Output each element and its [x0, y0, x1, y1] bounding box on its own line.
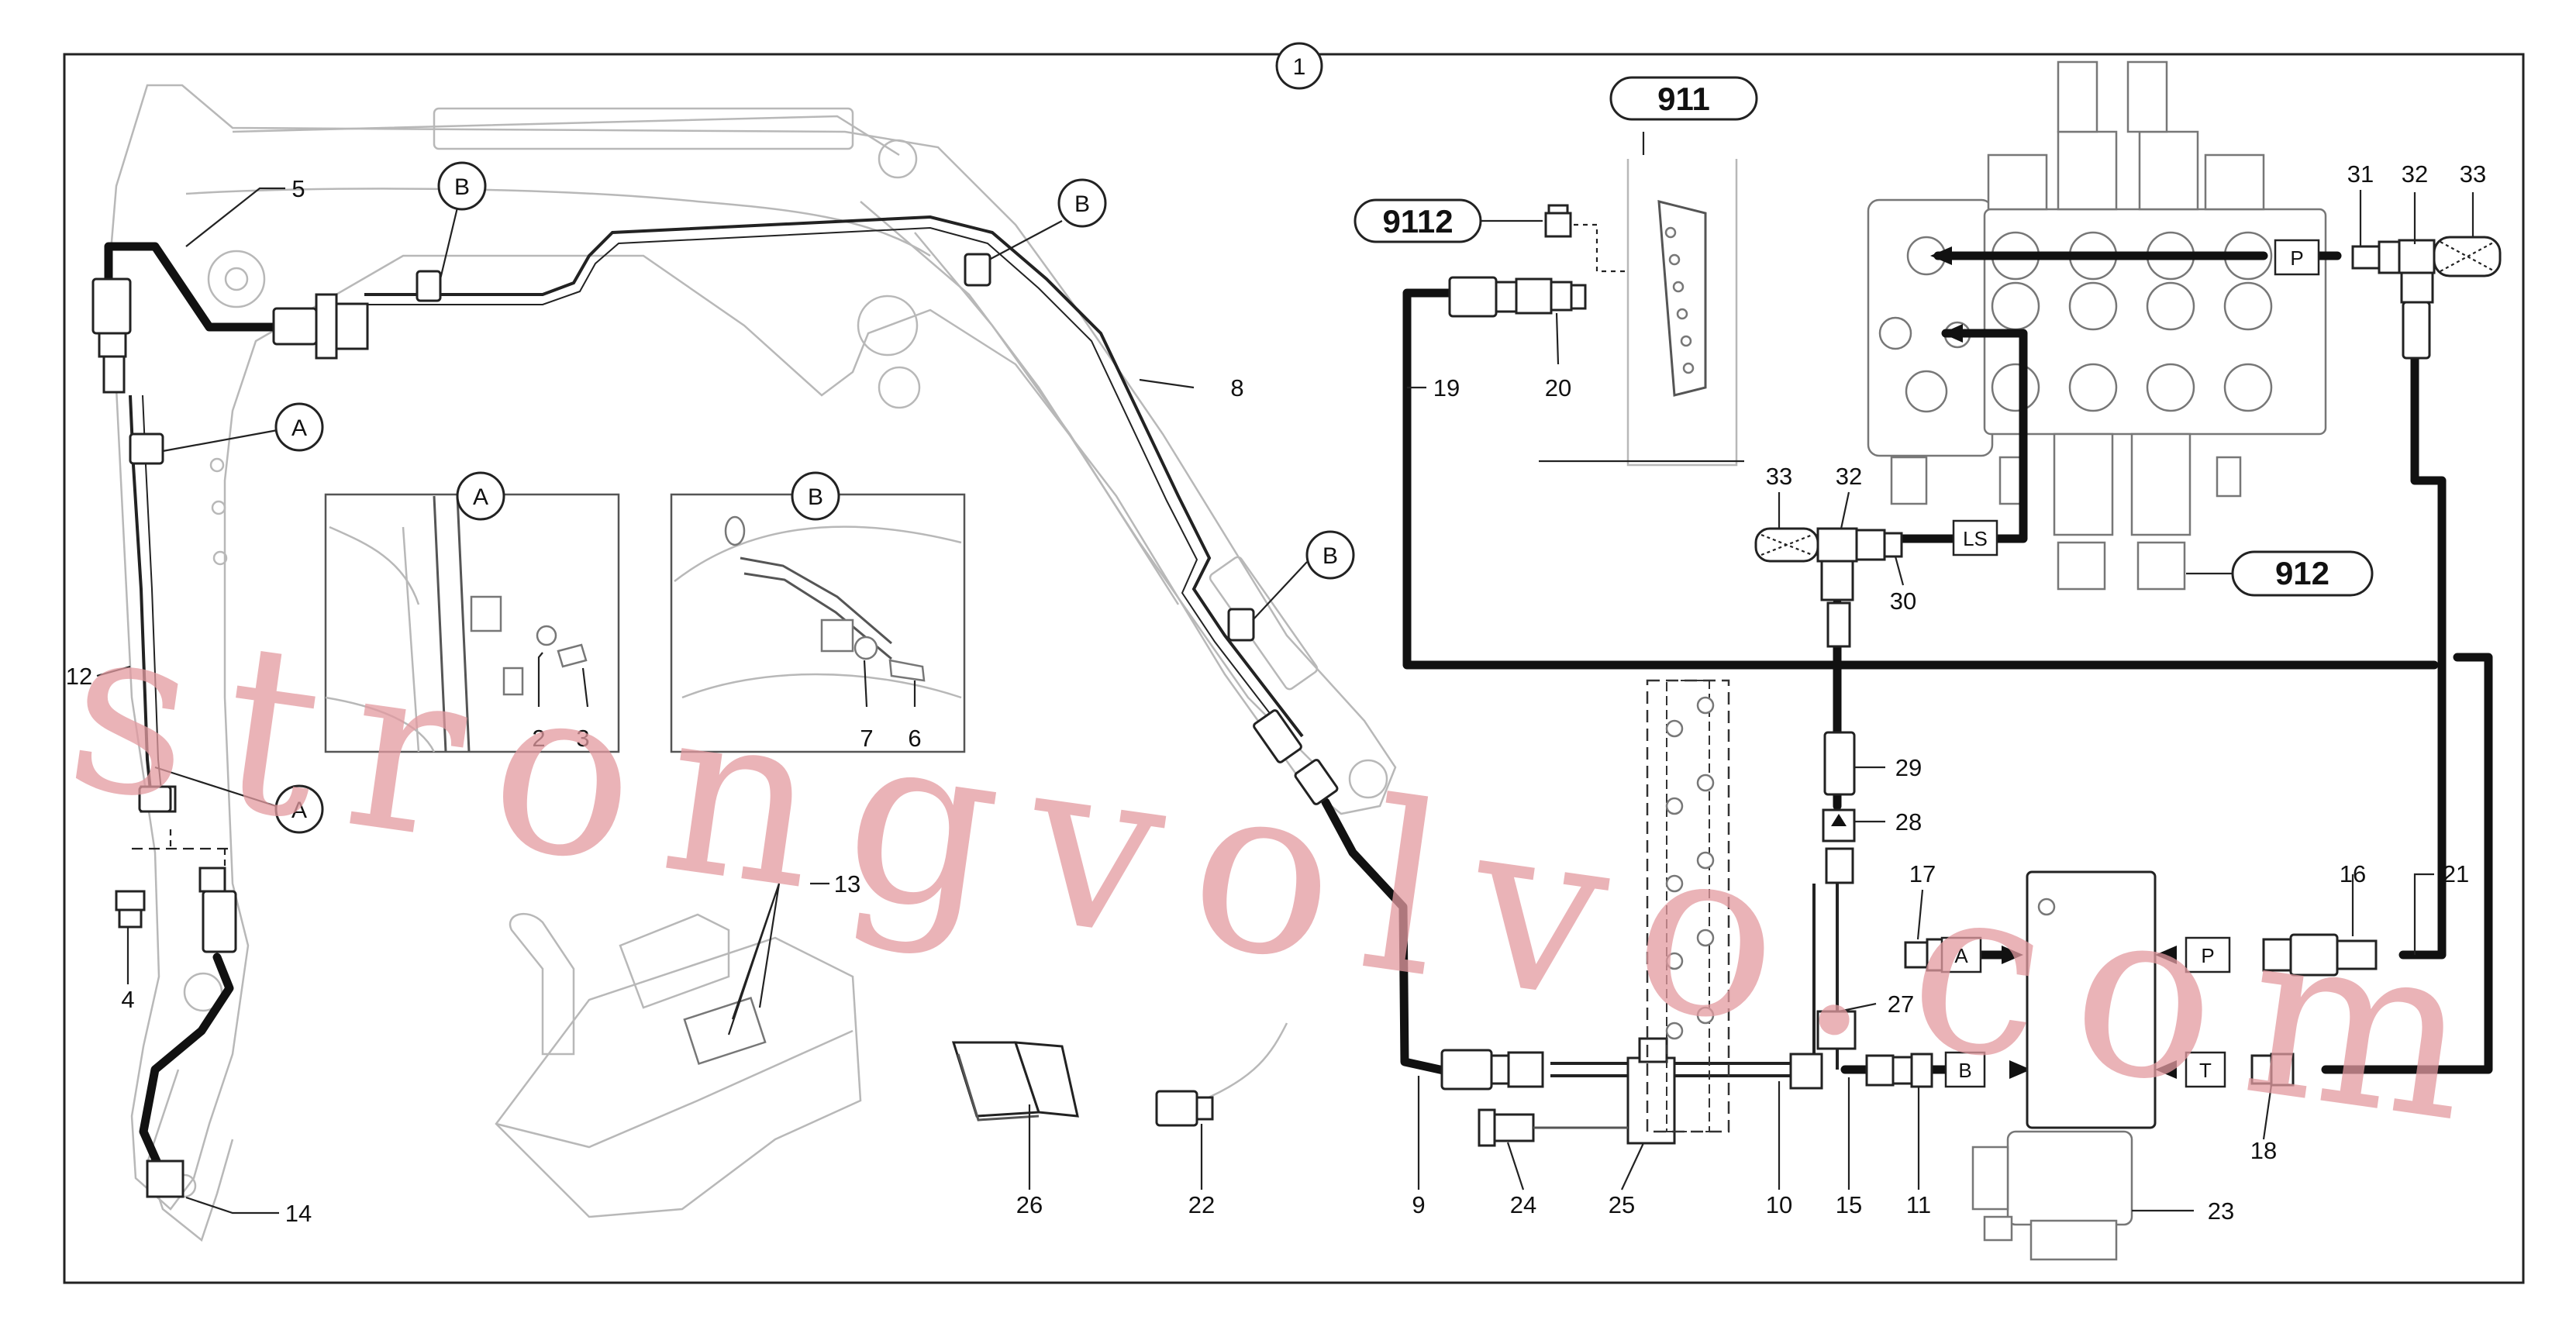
callout-b2: B	[1074, 191, 1090, 217]
label-6: 6	[908, 725, 921, 752]
p-tee	[2351, 236, 2502, 360]
part-labels: 5 8 19 20 12 2 3 7 6 13 4 14 26 22 9 24 …	[66, 160, 2486, 1227]
arm-hose-9-upper	[1321, 798, 1462, 1078]
port-p-mid: P	[2201, 944, 2214, 967]
label-14: 14	[285, 1200, 312, 1227]
inset-detail-b: B	[670, 471, 966, 753]
port-b: B	[1958, 1059, 1971, 1082]
port-p-top: P	[2290, 246, 2303, 270]
label-4: 4	[121, 986, 134, 1013]
label-25: 25	[1609, 1191, 1635, 1218]
label-5: 5	[291, 175, 305, 202]
label-33-top: 33	[2460, 160, 2486, 188]
label-32-top: 32	[2402, 160, 2428, 188]
label-9: 9	[1412, 1191, 1425, 1218]
group-number: 1	[1293, 54, 1306, 80]
group-number-circle: 1	[1275, 42, 1323, 90]
flow-arrows	[1930, 246, 2177, 1079]
top-left-fittings	[1448, 204, 1628, 318]
inset-a-title: A	[473, 484, 488, 510]
port-a: A	[1954, 944, 1968, 967]
label-12: 12	[66, 663, 92, 690]
label-22: 22	[1188, 1191, 1215, 1218]
label-17: 17	[1909, 860, 1936, 887]
callout-a1: A	[291, 415, 307, 441]
port-tags: P LS A P B T	[1940, 239, 2320, 1088]
sensor-connector	[1155, 1022, 1288, 1127]
boom-and-arm-outline	[107, 84, 1397, 1242]
label-11: 11	[1906, 1191, 1931, 1218]
joystick-console	[495, 883, 862, 1218]
port-ls: LS	[1963, 527, 1988, 550]
label-29: 29	[1895, 754, 1922, 781]
ref-9112-box: 9112	[1354, 198, 1543, 243]
label-18: 18	[2250, 1137, 2277, 1164]
callout-b1: B	[454, 174, 470, 200]
label-30: 30	[1890, 587, 1916, 615]
label-19: 19	[1433, 374, 1460, 401]
label-20: 20	[1545, 374, 1571, 401]
hose-5	[104, 242, 284, 332]
boom-pipe	[364, 215, 1304, 738]
label-15: 15	[1836, 1191, 1862, 1218]
label-24: 24	[1510, 1191, 1536, 1218]
label-2: 2	[532, 725, 545, 752]
label-27: 27	[1888, 991, 1914, 1018]
label-32-mid: 32	[1836, 463, 1862, 490]
label-31: 31	[2347, 160, 2374, 188]
control-valve-912	[1867, 60, 2327, 591]
label-10: 10	[1766, 1191, 1792, 1218]
schematic-hoses	[1402, 251, 2493, 1074]
inset-b-title: B	[808, 484, 823, 510]
label-8: 8	[1230, 374, 1243, 401]
ls-tee	[1754, 527, 1903, 601]
diverter-valve-23	[1971, 870, 2157, 1261]
label-23: 23	[2208, 1197, 2234, 1225]
inset-detail-a: A	[324, 471, 620, 753]
port-t: T	[2199, 1059, 2212, 1082]
ref-911-box: 911	[1609, 76, 1758, 121]
label-7: 7	[860, 725, 873, 752]
ref-911: 911	[1657, 81, 1710, 117]
boom-pipe-inner	[364, 226, 1293, 743]
callout-a2: A	[291, 798, 307, 823]
label-13: 13	[834, 870, 860, 898]
ref-912: 912	[2275, 555, 2329, 591]
callout-b3: B	[1322, 543, 1338, 569]
bracket-911	[1539, 132, 1744, 467]
leader-lines	[96, 187, 2474, 1215]
label-33-mid: 33	[1766, 463, 1792, 490]
label-26: 26	[1016, 1191, 1043, 1218]
ref-912-box: 912	[2186, 550, 2374, 597]
operator-manual	[951, 1041, 1079, 1122]
detail-callouts: B B B A A	[154, 161, 1355, 834]
label-21: 21	[2443, 860, 2469, 887]
boom-clamps	[129, 253, 1339, 813]
label-3: 3	[576, 725, 589, 752]
label-28: 28	[1895, 808, 1922, 836]
ref-9112: 9112	[1382, 203, 1453, 239]
valve-port-fittings	[1440, 933, 2378, 1091]
label-16: 16	[2340, 860, 2366, 887]
mounting-plate	[1646, 679, 1730, 1133]
vertical-fittings	[1816, 601, 1857, 1050]
